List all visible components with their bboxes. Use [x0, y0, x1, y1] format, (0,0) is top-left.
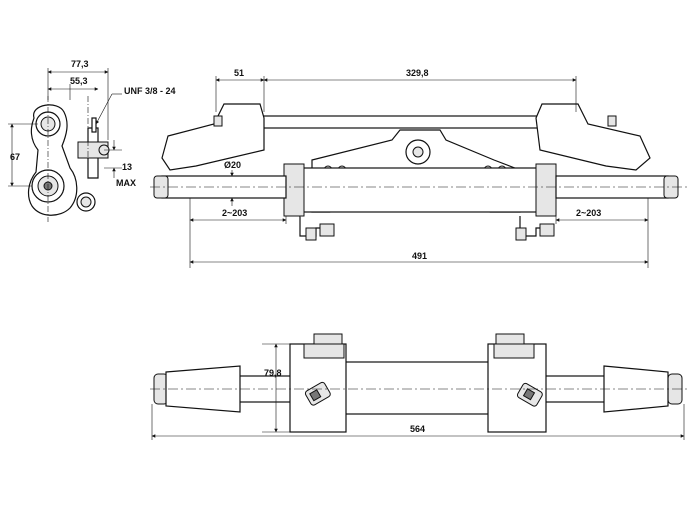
dim-overall-bottom: 564 — [410, 424, 425, 434]
dim-max-label: MAX — [116, 178, 136, 188]
dim-top-span: 329,8 — [406, 68, 429, 78]
dim-stroke-left: 2~203 — [222, 208, 247, 218]
dim-rod-diameter: Ø20 — [224, 160, 241, 170]
thread-label: UNF 3/8 - 24 — [124, 86, 176, 96]
plan-view: 79,8 564 — [150, 333, 690, 440]
dim-side-height: 67 — [10, 152, 20, 162]
dim-body-height: 79,8 — [264, 368, 282, 378]
dim-side-width: 77,3 — [71, 59, 89, 69]
dim-overall-top: 491 — [412, 251, 427, 261]
side-view: 77,3 55,3 UNF 3/8 - 24 67 13 MAX — [8, 59, 176, 222]
dim-max-value: 13 — [122, 162, 132, 172]
dim-top-left-offset: 51 — [234, 68, 244, 78]
front-view: 51 329,8 Ø20 2~203 2~203 491 — [150, 68, 690, 268]
dim-side-offset: 55,3 — [70, 76, 88, 86]
dim-stroke-right: 2~203 — [576, 208, 601, 218]
